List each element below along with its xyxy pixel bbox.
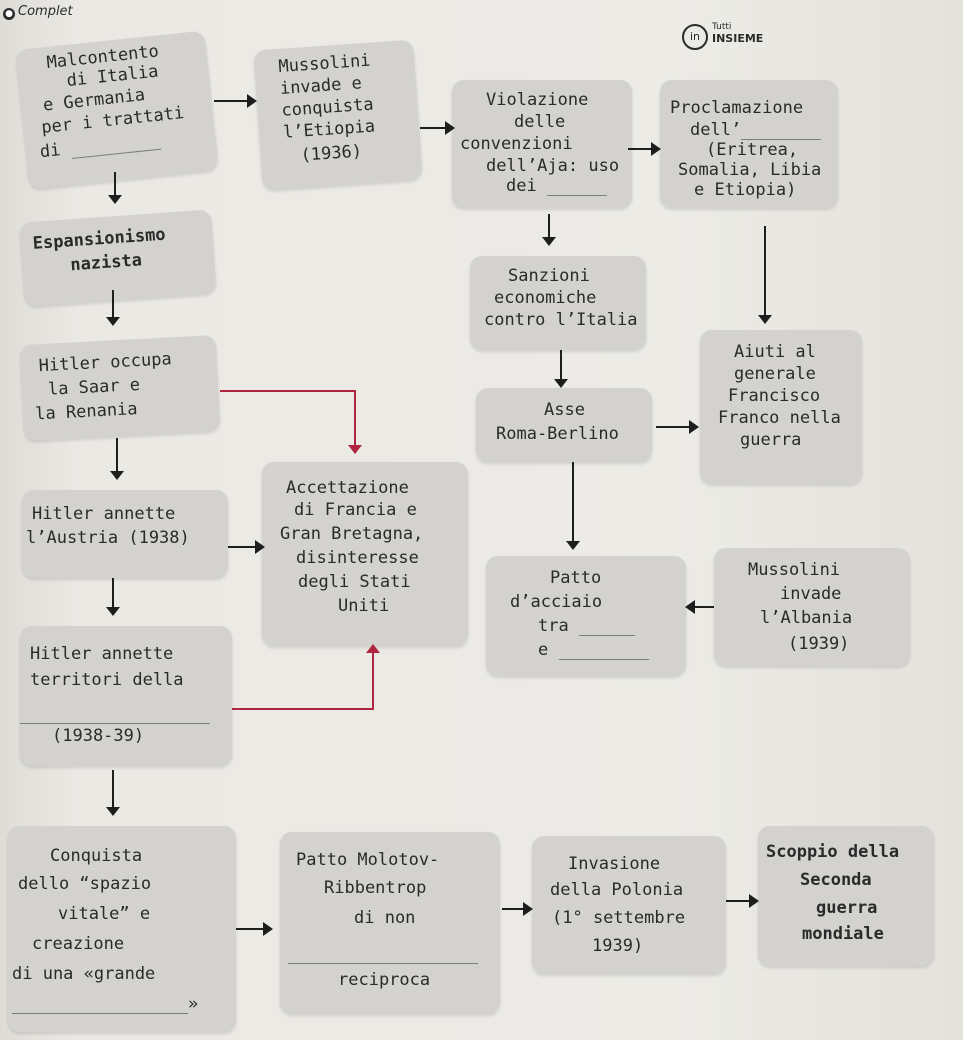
arrow-right: [214, 94, 257, 108]
arrow-down: [110, 438, 124, 480]
series-title: INSIEME: [712, 32, 764, 45]
connector-arrow-up: [366, 644, 380, 710]
arrow-right: [726, 894, 759, 908]
arrow-down: [566, 462, 580, 550]
box-albania: Mussolini invade l’Albania (1939): [714, 548, 910, 666]
arrow-down: [554, 350, 568, 388]
corner-label: Complet: [18, 4, 73, 19]
box-austria: Hitler annette l’Austria (1938): [22, 490, 228, 578]
box-saar: Hitler occupa la Saar e la Renania: [19, 334, 221, 442]
box-violazione: Violazione delle convenzioni dell’Aja: u…: [452, 80, 632, 208]
connector-line: [232, 708, 374, 710]
box-malcontento: Malcontento di Italia e Germania per i t…: [15, 30, 219, 190]
arrow-down: [106, 290, 120, 326]
arrow-right: [656, 420, 699, 434]
box-mussolini-etiopia: Mussolini invade e conquista l’Etiopia (…: [253, 39, 423, 191]
arrow-down: [106, 770, 120, 816]
arrow-right: [502, 902, 533, 916]
arrow-left: [685, 600, 714, 614]
box-asse: Asse Roma-Berlino: [476, 388, 652, 462]
box-scoppio: Scoppio della Seconda guerra mondiale: [758, 826, 934, 966]
brand-logo-icon: in: [682, 24, 708, 50]
arrow-down: [758, 226, 772, 324]
arrow-right: [228, 540, 265, 554]
arrow-right: [420, 121, 455, 135]
box-sanzioni: Sanzioni economiche contro l’Italia: [470, 256, 646, 350]
connector-line: [220, 390, 356, 392]
arrow-down: [106, 578, 120, 616]
arrow-right: [236, 922, 273, 936]
box-territori: Hitler annette territori della (1938-39): [20, 626, 232, 766]
series-small: Tutti: [712, 22, 732, 32]
box-proclamazione: Proclamazione dell’ (Eritrea, Somalia, L…: [660, 80, 838, 208]
box-polonia: Invasione della Polonia (1° settembre 19…: [532, 836, 726, 974]
box-espansionismo: Espansionismo nazista: [19, 209, 217, 307]
box-aiuti: Aiuti al generale Francisco Franco nella…: [700, 330, 862, 484]
box-accettazione: Accettazione di Francia e Gran Bretagna,…: [262, 462, 468, 646]
bullet-icon: ●: [3, 8, 15, 20]
box-patto-acciaio: Patto d’acciaio tra e: [486, 556, 686, 676]
connector-arrow-down: [348, 390, 362, 454]
arrow-down: [108, 172, 122, 204]
box-spazio-vitale: Conquista dello “spazio vitale” e creazi…: [8, 826, 236, 1032]
arrow-down: [542, 214, 556, 246]
box-molotov: Patto Molotov- Ribbentrop di non recipro…: [280, 832, 500, 1014]
arrow-right: [628, 142, 661, 156]
